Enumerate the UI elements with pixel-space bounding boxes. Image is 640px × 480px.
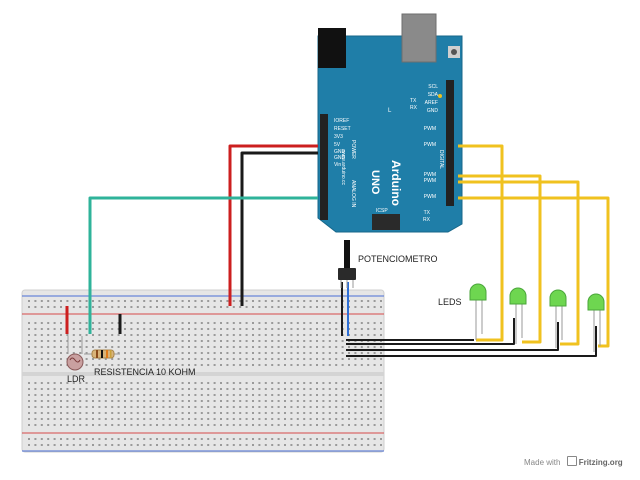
wire-5v-red xyxy=(228,144,318,306)
led-tx-label: TX xyxy=(410,98,417,104)
made-with-text: Made with xyxy=(524,458,561,467)
wire-pwm-yellow xyxy=(458,174,542,344)
pwm-label: PWM xyxy=(424,194,436,200)
header-label-aref: AREF xyxy=(425,100,438,106)
wire-led-black xyxy=(346,318,515,345)
digital-label: DIGITAL xyxy=(438,150,444,169)
led-array xyxy=(469,283,605,352)
pwm-label: PWM xyxy=(424,142,436,148)
header-label-scl: SCL xyxy=(428,84,438,90)
power-pin-gnd: GND xyxy=(334,149,346,155)
header-label-gnd: GND xyxy=(427,108,439,114)
power-pin-5v: 5V xyxy=(334,142,341,148)
pwm-label: PWM xyxy=(424,172,436,178)
tx-label: TX xyxy=(424,210,431,216)
fritzing-logo-icon xyxy=(566,456,577,466)
power-pin-3v3: 3V3 xyxy=(334,134,343,140)
header-label-sda: SDA xyxy=(428,92,439,98)
wire-pwm-yellow xyxy=(458,144,504,342)
pwm-label: PWM xyxy=(424,126,436,132)
ldr-label: LDR xyxy=(67,374,86,384)
breadboard xyxy=(21,289,385,453)
wire-a0-teal xyxy=(88,196,318,334)
rx-label: RX xyxy=(423,217,431,223)
potentiometer-label: POTENCIOMETRO xyxy=(358,254,438,264)
board-site: www.arduino.cc xyxy=(340,150,346,186)
potentiometer xyxy=(338,240,356,288)
wire-led-black xyxy=(346,322,559,351)
power-pin-ioref: IOREF xyxy=(334,118,349,124)
board-name: Arduino xyxy=(389,160,403,206)
wire-gnd-black xyxy=(240,151,318,306)
leds-label: LEDS xyxy=(438,297,462,307)
led xyxy=(469,283,487,340)
resistor-10k xyxy=(84,349,120,359)
wires xyxy=(65,144,610,357)
icsp-label: ICSP xyxy=(376,208,388,214)
power-label: POWER xyxy=(350,140,356,159)
analog-label: ANALOG IN xyxy=(350,180,356,208)
led xyxy=(509,287,527,344)
ldr-sensor xyxy=(66,336,84,371)
fritzing-brand: Fritzing.org xyxy=(578,458,623,467)
led xyxy=(587,293,605,352)
pwm-label: PWM xyxy=(424,178,436,184)
fritzing-credit: Made with Fritzing.org xyxy=(524,456,623,467)
wire-led-black xyxy=(346,326,597,357)
led-l-label: L xyxy=(388,108,392,114)
wire-pwm-yellow xyxy=(458,196,610,348)
power-pin-reset: RESET xyxy=(334,126,351,132)
board-model: UNO xyxy=(369,170,381,195)
power-pin-gnd: GND xyxy=(334,155,346,161)
wire-pwm-yellow xyxy=(458,180,580,346)
resistor-label: RESISTENCIA 10 KOHM xyxy=(94,367,196,377)
arduino-uno: L Arduino UNO www.arduino.cc ICSP SCL SD… xyxy=(317,13,463,233)
led-rx-label: RX xyxy=(410,105,418,111)
led xyxy=(549,289,567,348)
power-pin-vin: Vin xyxy=(334,162,341,168)
